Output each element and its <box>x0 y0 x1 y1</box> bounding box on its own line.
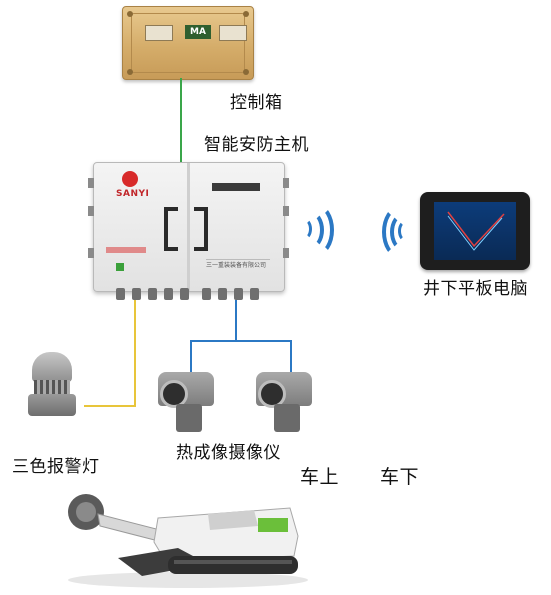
roadheader-machine-image <box>58 478 318 590</box>
sanyi-logo-icon <box>122 171 138 187</box>
camera-link-left-drop <box>190 340 192 374</box>
control-box-label: 控制箱 <box>230 93 283 113</box>
camera-link-horizontal <box>190 340 292 342</box>
ma-badge: MA <box>185 25 211 39</box>
host-brand: SANYI <box>116 189 150 199</box>
security-host-image: SANYI 三一重装装备有限公司 <box>93 162 285 292</box>
alarm-light-label: 三色报警灯 <box>12 457 100 477</box>
thermal-camera-right-image <box>254 372 314 436</box>
off-vehicle-label: 车下 <box>380 466 420 488</box>
control-box-link <box>180 78 182 162</box>
tablet-image <box>420 192 530 270</box>
host-label: 智能安防主机 <box>204 135 309 155</box>
camera-label: 热成像摄像仪 <box>176 443 281 463</box>
tablet-label: 井下平板电脑 <box>423 279 528 299</box>
alarm-light-image <box>22 352 82 424</box>
alarm-link-vertical <box>134 300 136 406</box>
camera-link-right-drop <box>290 340 292 374</box>
camera-link-vertical <box>235 300 237 340</box>
on-vehicle-label: 车上 <box>300 466 340 488</box>
control-box-image: MA <box>122 6 254 80</box>
host-nameplate: 三一重装装备有限公司 <box>206 259 270 274</box>
thermal-camera-left-image <box>156 372 216 436</box>
alarm-link-horizontal <box>84 405 136 407</box>
